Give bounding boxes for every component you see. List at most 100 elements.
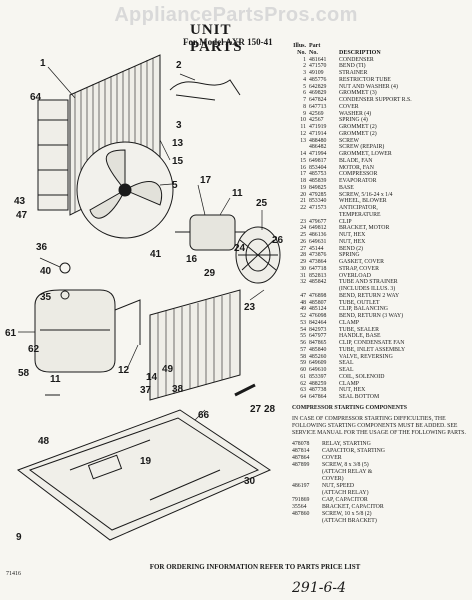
callout-36: 36 bbox=[36, 242, 48, 253]
compressor-drawing bbox=[34, 289, 141, 373]
part-description: SEAL BOTTOM bbox=[339, 394, 380, 400]
callout-35: 35 bbox=[40, 292, 52, 303]
illus-number: 3 bbox=[303, 70, 306, 76]
exploded-parts-diagram: 1 2 3 13 15 5 11 17 25 26 24 16 29 41 64… bbox=[5, 54, 284, 543]
blower-wheel-drawing bbox=[235, 226, 281, 284]
part-description: GROMMET (3) bbox=[339, 90, 377, 97]
part-description: CLAMP bbox=[339, 380, 359, 387]
base-pan-drawing bbox=[16, 409, 272, 541]
illus-number: 53 bbox=[300, 319, 306, 326]
starting-row: COVER) bbox=[292, 476, 468, 483]
part-description: NUT, SPEED bbox=[322, 483, 355, 489]
callout-3: 3 bbox=[176, 120, 182, 131]
part-number: 476898 bbox=[309, 292, 327, 299]
part-description: RELAY, STARTING bbox=[322, 441, 371, 447]
part-description: CLIP bbox=[339, 218, 352, 225]
part-description: SCREW, 8 x 3/8 (5) bbox=[322, 462, 369, 468]
callout-5: 5 bbox=[172, 180, 178, 191]
callout-14: 14 bbox=[146, 372, 158, 383]
part-number: 485839 bbox=[309, 178, 327, 184]
part-number: 481641 bbox=[309, 56, 327, 63]
callout-40: 41 bbox=[150, 249, 162, 260]
part-number: 486197 bbox=[292, 483, 310, 489]
part-description: CONDENSER bbox=[339, 56, 374, 63]
callout-12: 12 bbox=[118, 365, 130, 376]
header-partno: No. bbox=[309, 49, 318, 56]
callout-17: 17 bbox=[200, 175, 212, 186]
starting-heading: COMPRESSOR STARTING COMPONENTS bbox=[292, 405, 407, 411]
part-number: 42569 bbox=[309, 110, 324, 117]
part-description: COVER bbox=[339, 103, 359, 110]
ordering-footer: FOR ORDERING INFORMATION REFER TO PARTS … bbox=[149, 563, 361, 571]
part-description: BEND (TI) bbox=[339, 63, 366, 70]
evaporator-coil-drawing bbox=[149, 289, 241, 401]
part-number: 485807 bbox=[309, 299, 327, 306]
starting-row: (ATTACH RELAY) bbox=[292, 490, 468, 497]
part-description: SCREW (REPAIR) bbox=[339, 144, 385, 151]
part-number: 487738 bbox=[309, 387, 327, 394]
callout-25: 25 bbox=[256, 198, 268, 209]
part-number: 842464 bbox=[309, 319, 327, 326]
header-part: Part bbox=[309, 43, 321, 49]
callout-19: 19 bbox=[140, 456, 152, 467]
part-description: GASKET, COVER bbox=[339, 259, 384, 265]
part-number: 487864 bbox=[292, 455, 310, 461]
illus-number: 47 bbox=[300, 292, 306, 299]
part-number: 473876 bbox=[309, 252, 327, 259]
callout-29: 29 bbox=[204, 268, 216, 279]
part-number: 485753 bbox=[309, 171, 327, 178]
callout-9: 9 bbox=[16, 532, 22, 543]
part-number bbox=[292, 518, 322, 525]
part-description: CLAMP bbox=[339, 319, 359, 326]
part-description: RESTRICTOR TUBE bbox=[339, 76, 391, 83]
illus-number: 60 bbox=[300, 367, 306, 373]
part-description: NUT, HEX bbox=[339, 387, 366, 394]
part-description: GROMMET (2) bbox=[339, 124, 377, 130]
part-description: VALVE, REVERSING bbox=[339, 353, 393, 360]
part-number: 488480 bbox=[309, 137, 327, 144]
illus-number bbox=[292, 212, 309, 219]
callout-27: 27 bbox=[250, 404, 262, 415]
callout-16: 16 bbox=[186, 254, 198, 265]
illus-number: 5 bbox=[303, 83, 306, 90]
part-number: 842973 bbox=[309, 326, 327, 333]
illus-number: 62 bbox=[300, 380, 306, 387]
callout-46: 48 bbox=[38, 436, 50, 447]
model-subtitle: For Model AXR 150-41 bbox=[183, 37, 273, 47]
part-number: 471570 bbox=[309, 63, 327, 70]
part-description: SEAL bbox=[339, 360, 354, 367]
part-description: COIL, SOLENOID bbox=[339, 373, 385, 380]
part-number: 853404 bbox=[309, 164, 327, 171]
illus-number: 55 bbox=[300, 333, 306, 340]
part-description: MOTOR, FAN bbox=[339, 164, 374, 171]
illus-number bbox=[292, 144, 309, 151]
part-description: BLADE, FAN bbox=[339, 157, 373, 164]
callout-47: 49 bbox=[162, 364, 174, 375]
part-description: SCREW, 5/16-24 x 1/4 bbox=[339, 191, 393, 198]
handwritten-note: 291-6-4 bbox=[292, 580, 346, 596]
part-number: 649610 bbox=[309, 367, 327, 373]
illus-number: 13 bbox=[300, 137, 306, 144]
part-description: TEMPERATURE bbox=[339, 211, 381, 218]
callout-1: 1 bbox=[40, 58, 46, 69]
part-description: ANTICIPATOR, bbox=[339, 205, 378, 211]
